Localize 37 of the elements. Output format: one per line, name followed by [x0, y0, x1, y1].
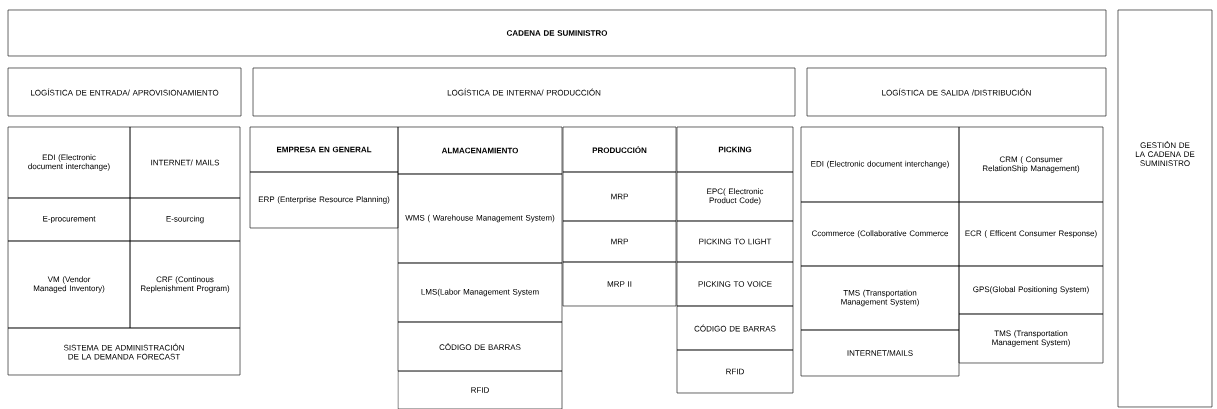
cell: EPC( Electronic Product Code) [676, 171, 794, 222]
cell: VM (Vendor Managed Inventory) [7, 240, 131, 329]
cell: CRM ( Consumer RelationShip Management) [958, 126, 1104, 203]
cell: EDI (Electronic document interchange) [800, 126, 960, 203]
cell: LMS(Labor Management System [397, 262, 563, 323]
title-bar: CADENA DE SUMINISTRO [7, 9, 1107, 57]
section-header: LOGÍSTICA DE SALIDA /DISTRIBUCIÓN [806, 67, 1107, 117]
cell: RFID [397, 370, 563, 409]
cell: Ccommerce (Collaborative Commerce [800, 201, 960, 267]
cell: CÓDIGO DE BARRAS [676, 305, 794, 351]
cell: TMS (Transportation Management System) [958, 313, 1104, 364]
cell: MRP [562, 220, 677, 263]
cell: SISTEMA DE ADMINISTRACIÓN DE LA DEMANDA FORECAST [7, 327, 241, 376]
cell: MRP [562, 171, 677, 222]
section-header: LOGÍSTICA DE INTERNA/ PRODUCCIÓN [252, 67, 796, 117]
cell: CRF (Continous Replenishment Program) [129, 240, 241, 329]
column-header: PRODUCCIÓN [562, 126, 677, 173]
cell: CÓDIGO DE BARRAS [397, 321, 563, 372]
cell: EDI (Electronic document interchange) [7, 126, 131, 199]
cell: ECR ( Efficent Consumer Response) [958, 201, 1104, 267]
section-header: LOGÍSTICA DE ENTRADA/ APROVISIONAMIENTO [7, 67, 242, 117]
cell: RFID [676, 349, 794, 394]
cell: E-procurement [7, 197, 131, 242]
cell: GPS(Global Positioning System) [958, 265, 1104, 315]
cell: MRP II [562, 261, 677, 307]
cell: PICKING TO LIGHT [676, 220, 794, 263]
cell: PICKING TO VOICE [676, 261, 794, 307]
cell: WMS ( Warehouse Management System) [397, 173, 563, 264]
cell: E-sourcing [129, 197, 241, 242]
column-header: ALMACENAMIENTO [397, 126, 563, 175]
column-header: EMPRESA EN GENERAL [249, 126, 399, 173]
cell: INTERNET/ MAILS [129, 126, 241, 199]
cell: ERP (Enterprise Resource Planning) [249, 171, 399, 229]
cell: INTERNET/MAILS [800, 329, 960, 377]
side-panel: GESTIÓN DE LA CADENA DE SUMINISTRO [1117, 9, 1213, 408]
column-header: PICKING [676, 126, 794, 173]
cell: TMS (Transportation Management System) [800, 265, 960, 331]
